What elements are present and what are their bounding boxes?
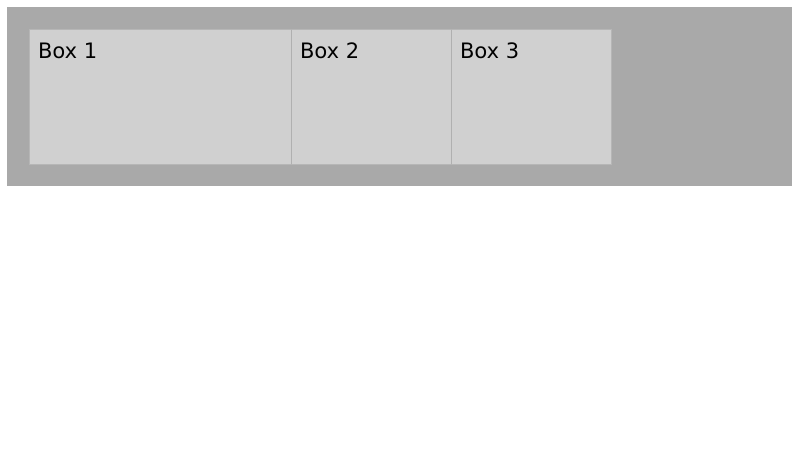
flex-box-row: Box 1 Box 2 Box 3 bbox=[29, 29, 612, 165]
flex-box-3-label: Box 3 bbox=[460, 39, 520, 63]
flex-box-3: Box 3 bbox=[451, 29, 612, 165]
flex-box-2-label: Box 2 bbox=[300, 39, 360, 63]
flex-box-1: Box 1 bbox=[29, 29, 292, 165]
flex-container: Box 1 Box 2 Box 3 bbox=[7, 7, 792, 186]
flex-box-2: Box 2 bbox=[291, 29, 452, 165]
flex-box-1-label: Box 1 bbox=[38, 39, 98, 63]
